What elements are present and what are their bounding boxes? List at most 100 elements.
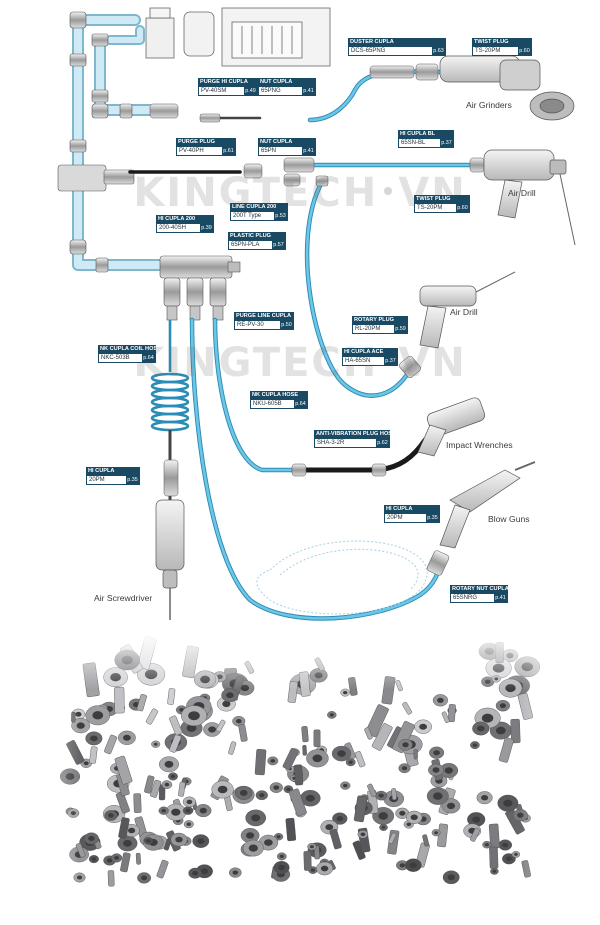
callout-title: NUT CUPLA <box>258 138 316 146</box>
callout-code: DCS-65PNG <box>351 48 386 54</box>
callout-code: 20PM <box>89 477 105 483</box>
callout-purge-hi-cupla: PURGE HI CUPLA PV-40SM p.49 <box>198 78 258 96</box>
callout-title: PURGE LINE CUPLA <box>234 312 294 320</box>
callout-title: ANTI-VIBRATION PLUG HOSE <box>314 430 390 438</box>
hoses <box>128 68 483 621</box>
callout-page: p.35 <box>126 476 139 484</box>
callout-page: p.64 <box>294 400 307 408</box>
callout-plastic-plug: PLASTIC PLUG 65PN-PLA p.57 <box>228 232 286 250</box>
air-drill-mid-tool <box>419 271 516 349</box>
callout-page: p.37 <box>440 139 453 147</box>
callout-rotary-plug: ROTARY PLUG RL-20PM p.59 <box>352 316 408 334</box>
callout-code: PV-40SM <box>201 88 227 94</box>
callout-nut-cupla-top: NUT CUPLA 65PNG p.41 <box>258 78 316 96</box>
callout-anti-vibration-plug-hose: ANTI-VIBRATION PLUG HOSE SHA-3-2R p.62 <box>314 430 390 448</box>
air-grinder-tool <box>439 55 575 121</box>
callout-page: p.62 <box>376 439 389 447</box>
callout-page: p.41 <box>302 147 315 155</box>
callout-code: 200T Type <box>233 213 262 219</box>
callout-hi-cupla-right: HI CUPLA 20PM p.35 <box>384 505 440 523</box>
callout-code: TS-20PM <box>475 48 501 54</box>
callout-rotary-nut-cupla: ROTARY NUT CUPLA 65SNRG p.41 <box>450 585 508 603</box>
ghost-hose <box>256 540 428 615</box>
callout-page: p.37 <box>384 357 397 365</box>
callout-page: p.61 <box>222 147 235 155</box>
callout-title: HI CUPLA <box>86 467 140 475</box>
main-pipe <box>72 14 176 271</box>
callout-title: ROTARY PLUG <box>352 316 408 324</box>
callout-hi-cupla-200: HI CUPLA 200 200-40SH p.39 <box>156 215 214 233</box>
air-drill-top-tool <box>483 149 576 246</box>
callout-code: 65PN-PLA <box>231 242 260 248</box>
callout-code: HA-65SN <box>345 358 371 364</box>
callout-title: ROTARY NUT CUPLA <box>450 585 508 593</box>
callout-code: 200-40SH <box>159 225 187 231</box>
impact-wrench-tool <box>417 397 486 457</box>
blow-gun-tool <box>439 461 536 549</box>
callout-title: NUT CUPLA <box>258 78 316 86</box>
callout-code: RL-20PM <box>355 326 381 332</box>
callout-title: DUSTER CUPLA <box>348 38 446 46</box>
callout-page: p.41 <box>494 594 507 602</box>
callout-title: PURGE HI CUPLA <box>198 78 258 86</box>
callout-code: 65SNRG <box>453 595 478 601</box>
manifold <box>159 255 241 321</box>
callout-page: p.64 <box>142 354 155 362</box>
callout-title: PURGE PLUG <box>176 138 236 146</box>
compressor-unit <box>145 7 331 67</box>
callout-title: NK CUPLA HOSE <box>250 391 308 399</box>
callout-line-cupla-200: LINE CUPLA 200 200T Type p.53 <box>230 203 288 221</box>
callout-code: 65SN-BL <box>401 140 426 146</box>
callout-nut-cupla-mid: NUT CUPLA 65PN p.41 <box>258 138 316 156</box>
callout-nk-cupla-coil-hose: NK CUPLA COIL HOSE NKC-503B p.64 <box>98 345 156 363</box>
tool-label-impact-wrenches: Impact Wrenches <box>446 440 513 450</box>
callout-code: 20PM <box>387 515 403 521</box>
callout-purge-line-cupla: PURGE LINE CUPLA RE-PV-30 p.50 <box>234 312 294 330</box>
tool-label-air-grinders: Air Grinders <box>466 100 512 110</box>
callout-page: p.41 <box>302 87 315 95</box>
callout-twist-plug-mid: TWIST PLUG TS-20PM p.60 <box>414 195 470 213</box>
callout-page: p.57 <box>272 241 285 249</box>
callout-code: NKC-503B <box>101 355 130 361</box>
callout-nk-cupla-hose: NK CUPLA HOSE NKU-605B p.64 <box>250 391 308 409</box>
callout-page: p.60 <box>518 47 531 55</box>
callout-hi-cupla-ace: HI CUPLA ACE HA-65SN p.37 <box>342 348 398 366</box>
callout-page: p.39 <box>200 224 213 232</box>
callout-code: TS-20PM <box>417 205 443 211</box>
callout-title: LINE CUPLA 200 <box>230 203 288 211</box>
callout-title: NK CUPLA COIL HOSE <box>98 345 156 353</box>
tool-label-air-drill-top: Air Drill <box>508 188 536 198</box>
callout-code: 65PNG <box>261 88 281 94</box>
callout-hi-cupla-bl: HI CUPLA BL 65SN-BL p.37 <box>398 130 454 148</box>
callout-title: HI CUPLA BL <box>398 130 454 138</box>
callout-page: p.50 <box>280 321 293 329</box>
callout-page: p.49 <box>244 87 257 95</box>
callout-code: NKU-605B <box>253 401 282 407</box>
tool-label-air-screwdriver: Air Screwdriver <box>94 593 153 603</box>
callout-page: p.53 <box>274 212 287 220</box>
callout-twist-plug-top: TWIST PLUG TS-20PM p.60 <box>472 38 532 56</box>
callout-hi-cupla-left: HI CUPLA 20PM p.35 <box>86 467 140 485</box>
callout-code: PV-40PH <box>179 148 204 154</box>
callout-page: p.35 <box>426 514 439 522</box>
callout-page: p.59 <box>394 325 407 333</box>
callout-code: RE-PV-30 <box>237 322 264 328</box>
callout-purge-plug: PURGE PLUG PV-40PH p.61 <box>176 138 236 156</box>
callout-title: TWIST PLUG <box>472 38 532 46</box>
callout-code: 65PN <box>261 148 277 154</box>
callout-page: p.60 <box>456 204 469 212</box>
tool-label-blow-guns: Blow Guns <box>488 514 530 524</box>
callout-code: SHA-3-2R <box>317 440 345 446</box>
callout-title: HI CUPLA 200 <box>156 215 214 223</box>
callout-title: HI CUPLA <box>384 505 440 513</box>
tool-label-air-drill-mid: Air Drill <box>450 307 478 317</box>
callout-title: HI CUPLA ACE <box>342 348 398 356</box>
couplers <box>149 63 485 576</box>
callout-title: PLASTIC PLUG <box>228 232 286 240</box>
callout-title: TWIST PLUG <box>414 195 470 203</box>
pipe-joints <box>57 11 135 273</box>
